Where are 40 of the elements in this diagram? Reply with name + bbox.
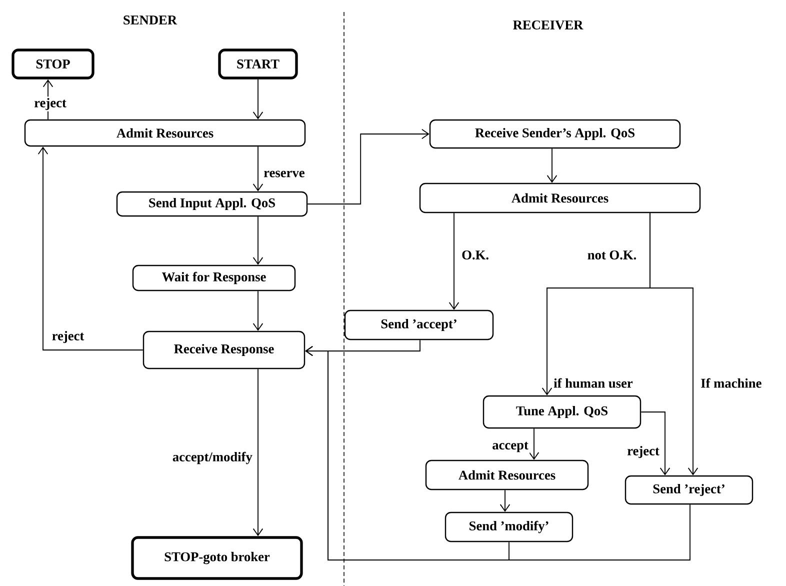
- process-box: Admit Resources: [419, 182, 701, 214]
- process-box: Send ’accept’: [344, 310, 494, 340]
- arrow: [640, 412, 670, 476]
- process-box: Receive Sender’s Appl. QoS: [429, 119, 681, 149]
- edge-label: if human user: [552, 376, 634, 390]
- edge-label: O.K.: [460, 249, 490, 261]
- condition-label: not O.K.: [586, 249, 638, 261]
- column-heading: RECEIVER: [511, 19, 585, 31]
- column-heading: SENDER: [122, 14, 178, 26]
- arrow: [252, 368, 264, 536]
- arrow: [307, 128, 430, 204]
- terminal-box: STOP-goto broker: [131, 536, 303, 580]
- terminal-box: START: [218, 48, 298, 80]
- arrow: [500, 490, 510, 512]
- edge-label: accept/modify: [171, 450, 254, 466]
- arrow: [252, 146, 264, 192]
- edge-label: reject: [626, 444, 661, 460]
- edge-label: accept: [490, 440, 530, 454]
- arrow: [252, 290, 264, 331]
- arrow: [38, 146, 144, 350]
- arrow: [650, 212, 698, 476]
- process-box: Send Input Appl. QoS: [116, 191, 308, 217]
- process-box: Wait for Response: [132, 264, 296, 292]
- process-box: Admit Resources: [24, 119, 306, 147]
- arrow: [528, 428, 540, 460]
- arrow: [546, 148, 558, 183]
- edge-label: reserve: [262, 169, 306, 179]
- edge-label: reject: [50, 330, 86, 344]
- edge-label: reject: [32, 96, 68, 112]
- process-box: Tune Appl. QoS: [482, 395, 642, 429]
- arrow: [252, 216, 264, 265]
- arrow: [305, 346, 690, 560]
- edge-label: If machine: [699, 376, 764, 390]
- process-box: Send ’reject’: [624, 475, 754, 505]
- terminal-box: STOP: [12, 48, 94, 80]
- process-box: Receive Response: [142, 330, 306, 370]
- arrow: [252, 78, 264, 120]
- process-box: Send ’modify’: [444, 512, 574, 542]
- process-box: Admit Resources: [425, 460, 589, 490]
- arrow: [448, 212, 460, 310]
